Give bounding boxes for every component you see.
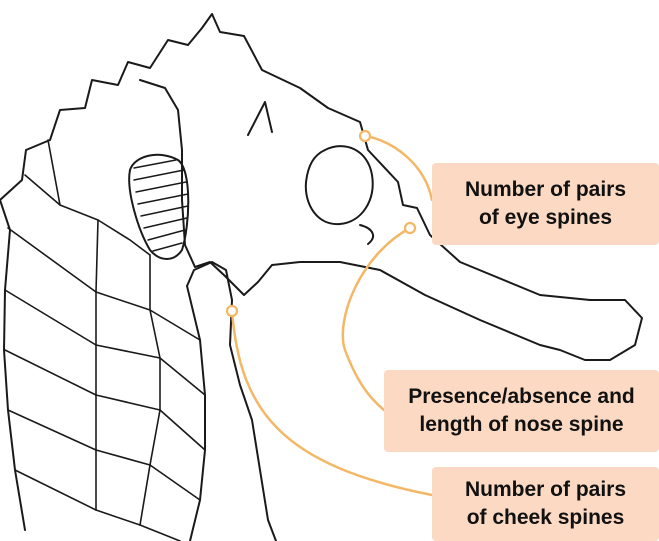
cheek-spines-label-line2: of cheek spines <box>465 504 626 532</box>
nose-spine-label-line2: length of nose spine <box>408 411 634 439</box>
body-edge <box>187 286 205 541</box>
nose-spine-label-line1: Presence/absence and <box>408 383 634 411</box>
eye-outline <box>306 146 373 224</box>
cheek-spine-marker <box>227 306 237 316</box>
body-segments <box>5 140 205 541</box>
eye-spine-marker <box>360 131 370 141</box>
nostril-curve <box>360 225 373 244</box>
gill-stripes <box>134 160 188 251</box>
eye-spines-label-line1: Number of pairs <box>465 176 626 204</box>
cheek-spines-label: Number of pairs of cheek spines <box>432 467 659 541</box>
cheek-spines-label-line1: Number of pairs <box>465 476 626 504</box>
back-edge <box>0 200 25 530</box>
eye-spines-label: Number of pairs of eye spines <box>432 163 659 245</box>
nose-spine-marker <box>405 223 415 233</box>
eye-spines-label-line2: of eye spines <box>465 204 626 232</box>
crown-spine <box>248 102 272 135</box>
nose-spine-label: Presence/absence and length of nose spin… <box>384 370 659 452</box>
